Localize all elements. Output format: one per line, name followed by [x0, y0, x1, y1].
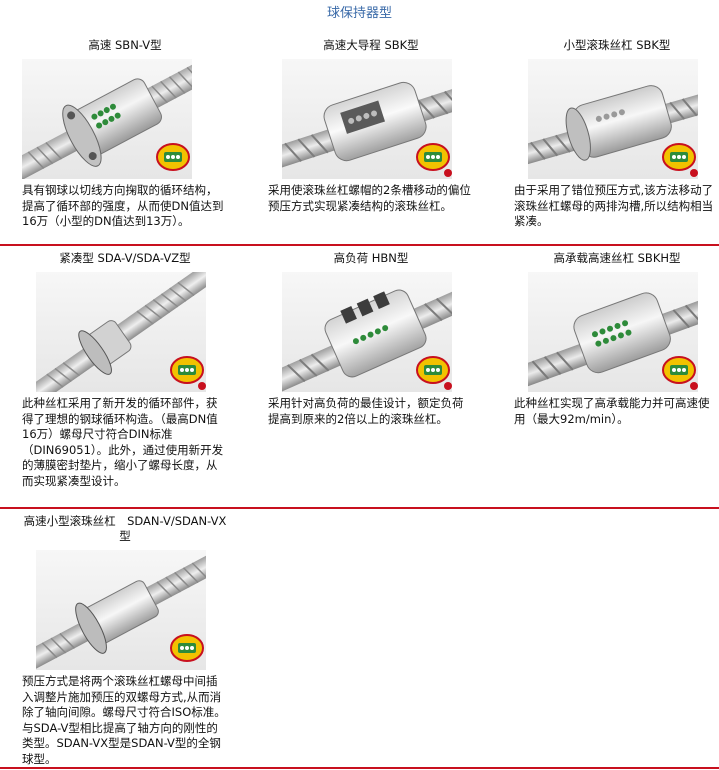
registered-mark-icon — [690, 169, 698, 177]
product-card-sda-v[interactable]: 紧凑型 SDA-V/SDA-VZ型 — [22, 251, 228, 489]
product-card-sbk-small[interactable]: 小型滚珠丝杠 SBK型 — [514, 38, 719, 230]
product-image[interactable] — [36, 272, 206, 392]
product-description: 此种丝杠采用了新开发的循环部件，获得了理想的钢球循环构造。（最高DN值16万）螺… — [22, 396, 224, 488]
ball-screw-sbk-illustration — [282, 81, 452, 171]
ball-screw-hbn-illustration — [282, 283, 452, 392]
ball-screw-sbn-v-illustration — [22, 59, 192, 179]
caged-ball-badge-icon — [662, 356, 696, 384]
product-title: 高速小型滚珠丝杠 SDAN-V/SDAN-VX型 — [23, 514, 227, 543]
product-title: 高承载高速丝杠 SBKH型 — [553, 251, 681, 265]
ball-screw-sbkh-illustration — [528, 292, 698, 389]
caged-ball-badge-icon — [156, 143, 190, 171]
product-card-sbn-v[interactable]: 高速 SBN-V型 — [22, 38, 228, 230]
ball-screw-sdan-v-illustration — [36, 550, 206, 670]
product-title: 紧凑型 SDA-V/SDA-VZ型 — [59, 251, 191, 265]
product-image[interactable] — [528, 272, 698, 392]
product-description: 此种丝杠实现了高承载能力并可高速使用（最大92m/min）。 — [514, 396, 710, 426]
product-image[interactable] — [528, 59, 698, 179]
caged-ball-badge-icon — [170, 634, 204, 662]
product-card-sdan-v[interactable]: 高速小型滚珠丝杠 SDAN-V/SDAN-VX型 — [22, 514, 228, 767]
product-image[interactable] — [22, 59, 192, 179]
product-description: 采用针对高负荷的最佳设计，额定负荷提高到原来的2倍以上的滚珠丝杠。 — [268, 396, 464, 426]
caged-ball-badge-icon — [662, 143, 696, 171]
product-title: 高速大导程 SBK型 — [323, 38, 419, 52]
registered-mark-icon — [690, 382, 698, 390]
caged-ball-badge-icon — [170, 356, 204, 384]
product-card-sbk-lead[interactable]: 高速大导程 SBK型 — [268, 38, 474, 214]
ball-screw-sda-v-illustration — [36, 272, 206, 392]
row-divider — [0, 244, 719, 246]
product-card-hbn[interactable]: 高负荷 HBN型 — [268, 251, 474, 427]
product-image[interactable] — [282, 59, 452, 179]
product-title: 高负荷 HBN型 — [333, 251, 409, 265]
registered-mark-icon — [198, 382, 206, 390]
product-title: 高速 SBN-V型 — [88, 38, 162, 52]
caged-ball-badge-icon — [416, 143, 450, 171]
product-description: 预压方式是将两个滚珠丝杠螺母中间插入调整片施加预压的双螺母方式,从而消除了轴向间… — [22, 674, 226, 766]
row-divider — [0, 767, 719, 769]
product-description: 具有钢球以切线方向掬取的循环结构，提高了循环部的强度，从而使DN值达到16万（小… — [22, 183, 224, 228]
registered-mark-icon — [444, 382, 452, 390]
product-title: 小型滚珠丝杠 SBK型 — [563, 38, 671, 52]
product-image[interactable] — [36, 550, 206, 670]
ball-screw-sbk-small-illustration — [528, 85, 698, 168]
page-title: 球保持器型 — [326, 6, 392, 21]
product-image[interactable] — [282, 272, 452, 392]
registered-mark-icon — [444, 169, 452, 177]
product-card-sbkh[interactable]: 高承载高速丝杠 SBKH型 — [514, 251, 719, 427]
product-description: 由于采用了错位预压方式,该方法移动了滚珠丝杠螺母的两排沟槽,所以结构相当紧凑。 — [514, 183, 714, 228]
product-description: 采用使滚珠丝杠螺帽的2条槽移动的偏位预压方式实现紧凑结构的滚珠丝杠。 — [268, 183, 471, 213]
row-divider — [0, 507, 719, 509]
caged-ball-badge-icon — [416, 356, 450, 384]
